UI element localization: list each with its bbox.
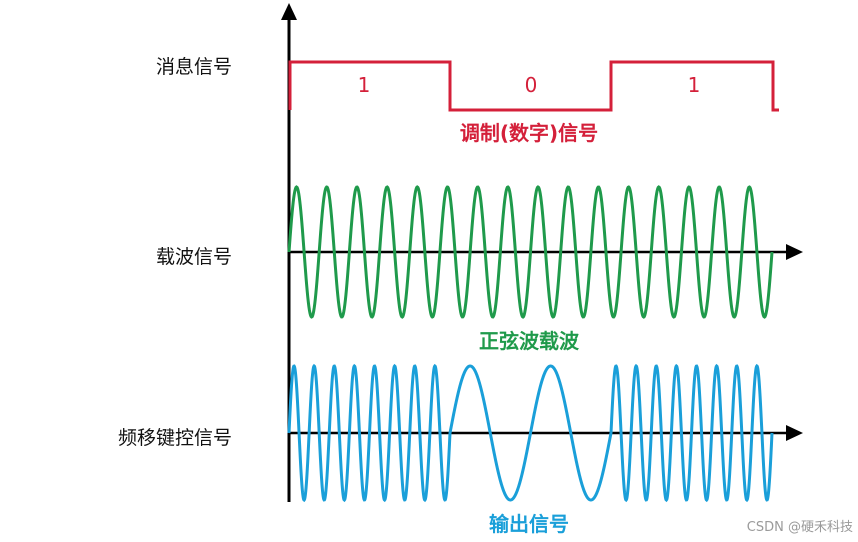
watermark: CSDN @硬禾科技 (747, 520, 853, 535)
carrier-axis-arrow (786, 244, 803, 260)
message-square-wave (288, 60, 779, 112)
carrier-sine-wave (287, 185, 774, 319)
message-signal-label: 消息信号 (156, 56, 232, 78)
modulation-signal-caption: 调制(数字)信号 (460, 121, 598, 145)
vertical-axis-arrow (281, 3, 297, 20)
bit-label-1: 1 (358, 73, 371, 97)
fsk-axis-arrow (786, 425, 803, 441)
output-signal-caption: 输出信号 (489, 512, 569, 536)
carrier-signal-label: 载波信号 (156, 246, 232, 268)
bit-label-2: 0 (525, 73, 538, 97)
carrier-wave-caption: 正弦波载波 (479, 329, 580, 353)
fsk-output-wave (287, 363, 774, 503)
bit-label-3: 1 (688, 73, 701, 97)
fsk-signal-label: 频移键控信号 (118, 427, 232, 449)
